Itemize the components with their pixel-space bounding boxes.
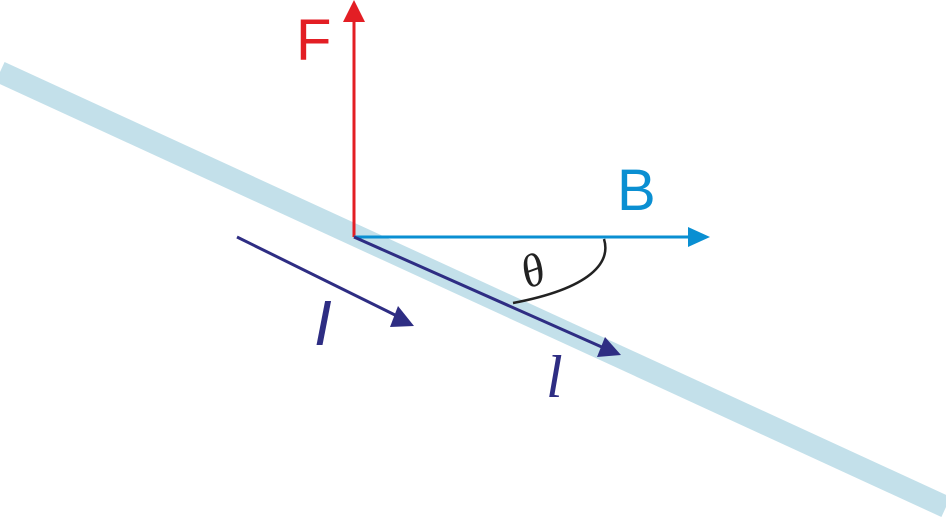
current-label: I bbox=[314, 287, 332, 359]
field-label: B bbox=[617, 158, 656, 223]
current-arrow bbox=[236, 235, 414, 327]
angle-label: θ bbox=[513, 243, 552, 299]
field-vector-arrowhead bbox=[688, 227, 710, 247]
angle-arc bbox=[512, 238, 607, 305]
current-arrow-arrowhead bbox=[390, 306, 414, 327]
force-label: F bbox=[296, 8, 331, 73]
length-label: l bbox=[546, 344, 563, 410]
field-vector bbox=[354, 227, 710, 247]
length-vector bbox=[353, 235, 621, 357]
current-arrow-shaft bbox=[236, 235, 398, 318]
length-vector-shaft bbox=[353, 235, 605, 350]
force-vector-arrowhead bbox=[343, 0, 365, 22]
length-vector-arrowhead bbox=[597, 337, 621, 357]
force-vector bbox=[343, 0, 365, 237]
